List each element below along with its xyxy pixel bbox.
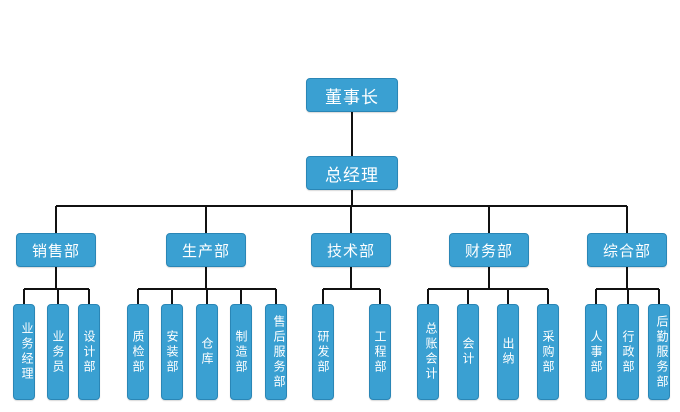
unit-quality-inspection: 质检部 xyxy=(127,304,149,400)
unit-logistics-service: 后勤服务部 xyxy=(648,304,670,400)
unit-procurement: 采购部 xyxy=(537,304,559,400)
dept-production: 生产部 xyxy=(166,233,246,267)
dept-technology: 技术部 xyxy=(311,233,391,267)
unit-research: 研发部 xyxy=(312,304,334,400)
unit-warehouse: 仓库 xyxy=(196,304,218,400)
unit-after-sales: 售后服务部 xyxy=(265,304,287,400)
unit-engineering: 工程部 xyxy=(369,304,391,400)
dept-sales: 销售部 xyxy=(16,233,96,267)
unit-design: 设计部 xyxy=(78,304,100,400)
unit-administration: 行政部 xyxy=(617,304,639,400)
unit-cashier: 出纳 xyxy=(497,304,519,400)
unit-general-accountant: 总账会计 xyxy=(417,304,439,400)
unit-business-manager: 业务经理 xyxy=(13,304,35,400)
node-chairman: 董事长 xyxy=(306,78,398,112)
unit-accountant: 会计 xyxy=(457,304,479,400)
unit-installation: 安装部 xyxy=(161,304,183,400)
dept-general-affairs: 综合部 xyxy=(587,233,667,267)
dept-finance: 财务部 xyxy=(449,233,529,267)
unit-manufacturing: 制造部 xyxy=(230,304,252,400)
node-general-manager: 总经理 xyxy=(306,156,398,190)
unit-personnel: 人事部 xyxy=(585,304,607,400)
unit-salesperson: 业务员 xyxy=(47,304,69,400)
